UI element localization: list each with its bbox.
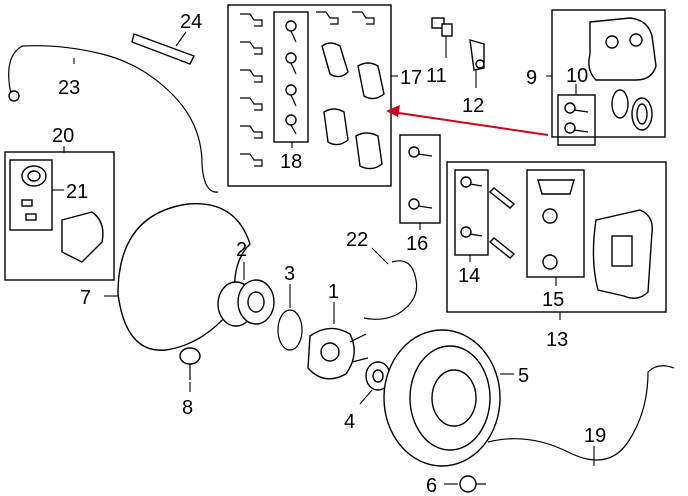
clip-set-icon (240, 11, 375, 167)
callout-22: 22 (346, 229, 368, 251)
callout-6: 6 (426, 475, 437, 496)
brake-rotor-icon (383, 329, 501, 467)
callout-10: 10 (566, 65, 588, 87)
box-18 (273, 11, 309, 143)
snap-ring-icon (277, 309, 303, 351)
callout-20: 20 (52, 125, 74, 147)
callout-14: 14 (458, 265, 480, 287)
box-9 (551, 9, 666, 138)
callout-11: 11 (426, 65, 447, 87)
callout-17: 17 (400, 67, 422, 89)
sensor-tip-icon (8, 90, 20, 102)
rotor-screw-icon (459, 475, 486, 493)
box-16 (399, 134, 441, 224)
splash-shield-icon (117, 202, 251, 351)
callout-21: 21 (66, 181, 88, 203)
sensor-housing-icon (21, 165, 104, 263)
callout-7: 7 (80, 287, 91, 309)
caliper-bracket-clip-icon (469, 39, 485, 71)
callout-8: 8 (182, 397, 193, 419)
callout-4: 4 (344, 411, 355, 433)
callout-15: 15 (542, 289, 564, 311)
guide-pin-bolt-icon (460, 176, 516, 259)
caliper-support-icon (592, 209, 653, 299)
bleeder-screw-icon (431, 17, 453, 37)
rear-sensor-wire-icon (487, 365, 675, 461)
rear-sensor-icon (363, 260, 418, 320)
callout-2: 2 (236, 239, 247, 261)
callout-12: 12 (462, 95, 484, 117)
callout-23: 23 (58, 77, 80, 99)
guide-bolt-set-icon (285, 20, 297, 135)
box-13 (446, 161, 667, 313)
hose-bracket-icon (131, 33, 195, 65)
wheel-bearing-icon (217, 279, 275, 327)
box-17 (227, 4, 392, 187)
callout-13: 13 (546, 329, 568, 351)
red-pointer-line (391, 111, 549, 136)
caliper-icon (588, 17, 657, 81)
shield-bolt-icon (179, 347, 201, 380)
red-pointer-arrowhead (386, 105, 400, 117)
callout-9: 9 (526, 67, 537, 89)
callout-16: 16 (406, 233, 428, 255)
callout-24: 24 (180, 11, 202, 33)
callout-5: 5 (518, 365, 529, 387)
axle-nut-icon (365, 361, 391, 391)
boot-kit-icon (537, 179, 575, 270)
box-21 (9, 159, 53, 231)
callout-3: 3 (284, 263, 295, 285)
caliper-mount-bolt-icon (408, 146, 433, 210)
callout-1: 1 (328, 281, 339, 303)
callout-18: 18 (280, 151, 302, 173)
front-sensor-wire-icon (8, 45, 219, 193)
box-20 (4, 151, 115, 281)
brake-pad-set-icon (321, 42, 385, 170)
callout-19: 19 (584, 425, 606, 447)
hub-icon (307, 327, 369, 380)
box-14 (454, 169, 489, 256)
caliper-bolt-set-icon (564, 102, 589, 134)
piston-seal-icon (611, 89, 653, 131)
